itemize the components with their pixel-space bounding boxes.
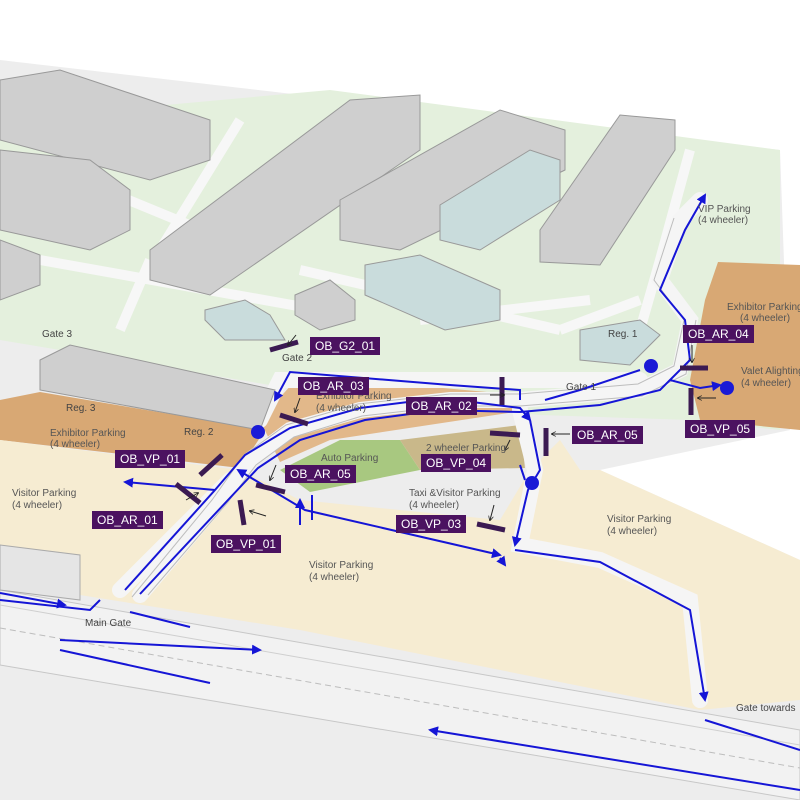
taxi-visitor-parking-label: Taxi &Visitor Parking (409, 488, 501, 499)
highway (0, 589, 800, 800)
building-center-long (149, 94, 421, 296)
vip-parking-sub-label: (4 wheeler) (698, 215, 748, 226)
reg-2-label: Reg. 2 (184, 427, 214, 438)
valet-alighting-sub-label: (4 wheeler) (741, 378, 791, 389)
visitor-parking-east-sub-label: (4 wheeler) (607, 526, 657, 537)
tag-ob-vp-01-center[interactable]: OB_VP_01 (211, 535, 282, 553)
visitor-parking-center-sub-label: (4 wheeler) (309, 572, 359, 583)
two-wheeler-parking-label: 2 wheeler Parking (426, 443, 506, 454)
reg-point-gate1[interactable] (644, 359, 658, 373)
pointer-arrows (185, 334, 716, 520)
gate-1-label: Gate 1 (566, 382, 596, 393)
visitor-parking-west-label: Visitor Parking (12, 488, 76, 499)
reg-1-label: Reg. 1 (608, 329, 638, 340)
exhibitor-parking-west-area (0, 392, 265, 468)
gate-2-label: Gate 2 (282, 353, 312, 364)
buildings (0, 69, 676, 431)
tag-ob-ar-05-east[interactable]: OB_AR_05 (572, 426, 643, 444)
highway-divider (0, 627, 800, 769)
building-small-roof (294, 279, 356, 331)
reg-point-west[interactable] (251, 425, 265, 439)
building-glass-center (364, 254, 501, 331)
tag-ob-ar-02[interactable]: OB_AR_02 (406, 397, 477, 415)
tag-ob-vp-04[interactable]: OB_VP_04 (421, 454, 492, 472)
visitor-parking-east-label: Visitor Parking (607, 514, 671, 525)
exhibitor-parking-center-sub-label: (4 wheeler) (316, 403, 366, 414)
building-far-right (539, 114, 676, 266)
exhibitor-parking-west-sub-label: (4 wheeler) (50, 439, 100, 450)
reg-3-label: Reg. 3 (66, 403, 96, 414)
gate-labels: Gate 3 Gate 2 Gate 1 Reg. 1 Reg. 2 Reg. … (42, 329, 795, 714)
exhibitor-parking-east-label: Exhibitor Parking (727, 302, 800, 313)
main-gate-structure (0, 544, 81, 601)
exhibitor-parking-west-label: Exhibitor Parking (50, 428, 126, 439)
building-nw-1 (0, 69, 211, 181)
building-glass-right (439, 149, 561, 251)
area-labels: VIP Parking (4 wheeler) Exhibitor Parkin… (12, 204, 800, 583)
building-w-small (0, 239, 41, 301)
reg-1-building (579, 319, 661, 366)
exhibitor-parking-east-sub-label: (4 wheeler) (740, 313, 790, 324)
vip-parking-label: VIP Parking (698, 204, 751, 215)
building-exhibition-hall (39, 344, 276, 431)
building-nw-2 (0, 149, 131, 251)
main-gate-label: Main Gate (85, 618, 132, 629)
highway-rail (0, 604, 800, 746)
visitor-parking-center-label: Visitor Parking (309, 560, 373, 571)
barrier-markers (174, 339, 708, 533)
building-center-right (339, 109, 566, 251)
reg-point-center[interactable] (525, 476, 539, 490)
building-small-glass (204, 299, 286, 341)
gate-towards-label: Gate towards (736, 703, 795, 714)
routes (0, 193, 800, 791)
exhibitor-parking-center-label: Exhibitor Parking (316, 391, 392, 402)
gate-3-label: Gate 3 (42, 329, 72, 340)
tag-ob-ar-05-center[interactable]: OB_AR_05 (285, 465, 356, 483)
valet-alighting-point[interactable] (720, 381, 734, 395)
tag-ob-vp-01-west[interactable]: OB_VP_01 (115, 450, 186, 468)
tag-ob-ar-01[interactable]: OB_AR_01 (92, 511, 163, 529)
taxi-visitor-parking-sub-label: (4 wheeler) (409, 500, 459, 511)
auto-parking-label: Auto Parking (321, 453, 378, 464)
valet-alighting-label: Valet Alighting (741, 366, 800, 377)
tag-ob-ar-04[interactable]: OB_AR_04 (683, 325, 754, 343)
tag-ob-g2-01[interactable]: OB_G2_01 (310, 337, 381, 355)
tag-ob-vp-05[interactable]: OB_VP_05 (685, 420, 756, 438)
tag-ob-vp-03[interactable]: OB_VP_03 (396, 515, 467, 533)
visitor-parking-west-sub-label: (4 wheeler) (12, 500, 62, 511)
tag-ob-ar-03[interactable]: OB_AR_03 (298, 377, 369, 395)
